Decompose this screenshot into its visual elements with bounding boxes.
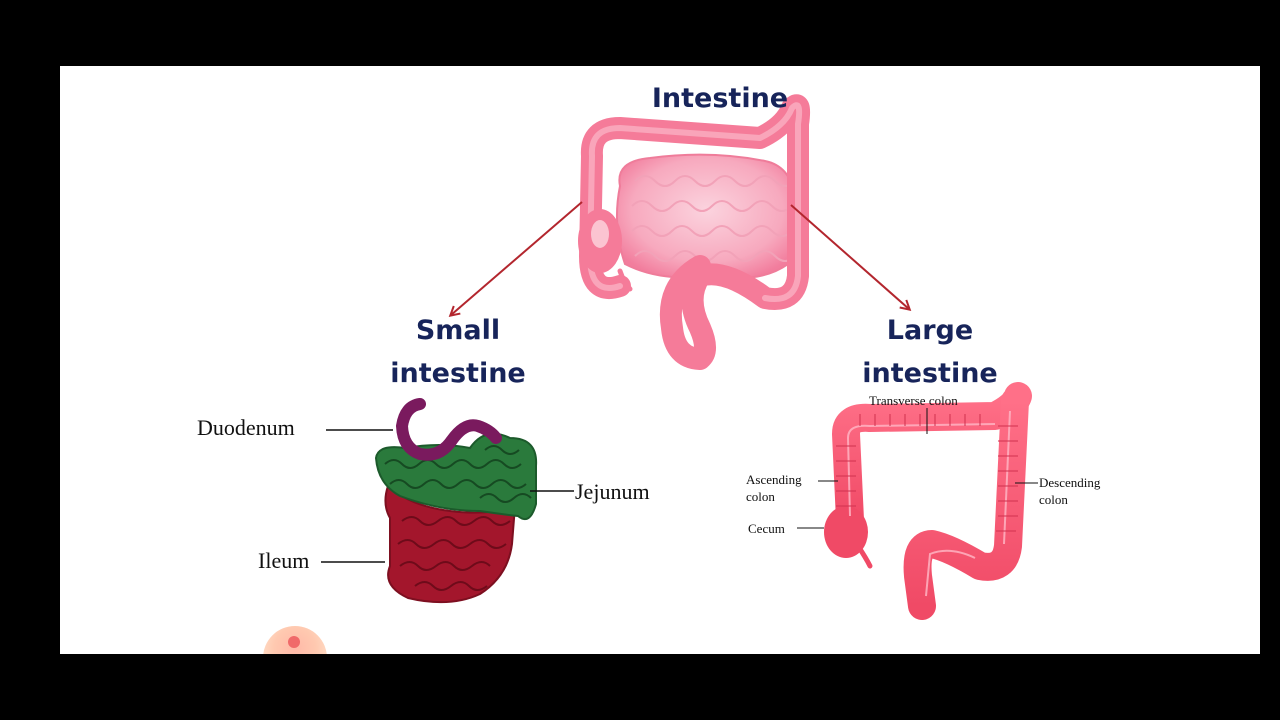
descending-colon-label: Descending colon <box>1039 474 1100 508</box>
ascending-colon-label-line2: colon <box>746 488 802 505</box>
transverse-colon-label: Transverse colon <box>869 392 958 409</box>
ascending-colon-label: Ascending colon <box>746 471 802 505</box>
small-intestine-title-line1: Small <box>348 309 568 352</box>
ileum-label: Ileum <box>258 548 309 574</box>
large-intestine-title-line2: intestine <box>825 352 1035 395</box>
intestine-illustration <box>578 105 807 359</box>
intestine-title: Intestine <box>580 77 860 120</box>
diagram-slide: Intestine Small intestine Large intestin… <box>60 66 1260 654</box>
large-intestine-title: Large intestine <box>825 309 1035 395</box>
small-intestine-title: Small intestine <box>348 309 568 395</box>
jejunum-label: Jejunum <box>575 479 650 505</box>
descending-colon-label-line1: Descending <box>1039 474 1100 491</box>
arrow-to-small-intestine <box>451 202 582 315</box>
cecum-label: Cecum <box>748 520 785 537</box>
large-intestine-title-line1: Large <box>825 309 1035 352</box>
large-intestine-illustration <box>824 396 1018 606</box>
diagram-artwork <box>60 66 1260 654</box>
intestine-title-text: Intestine <box>652 83 788 114</box>
ascending-colon-label-line1: Ascending <box>746 471 802 488</box>
small-intestine-illustration <box>376 404 536 602</box>
duodenum-label: Duodenum <box>197 415 295 441</box>
descending-colon-label-line2: colon <box>1039 491 1100 508</box>
small-intestine-title-line2: intestine <box>348 352 568 395</box>
